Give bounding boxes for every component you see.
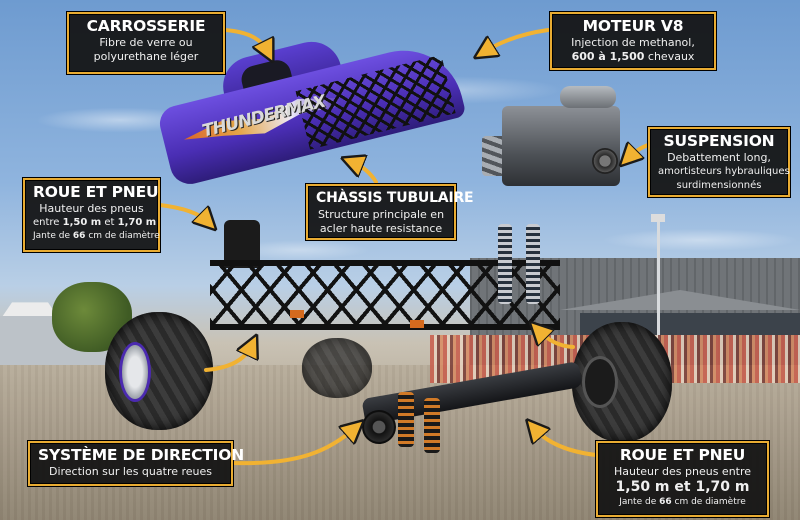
callout-text: Fibre de verre ou [99,36,193,49]
text-segment: cm de diamètre [671,497,746,507]
text-segment: entre [33,217,63,228]
tubular-chassis [210,220,560,360]
tire-height-min: 1,50 m [62,217,102,228]
callout-text: Jante de 66 cm de diamètre [33,230,160,242]
right-wheel-rim [582,356,618,408]
callout-systeme-direction: SYSTÈME DE DIRECTION Direction sur les q… [28,441,244,486]
light-pole [657,220,660,340]
axle-shock [424,398,440,453]
floodlight [651,214,665,222]
callout-text: Debattement long, [667,151,771,164]
text-segment: cm de diamètre [85,231,160,241]
horsepower-range: 600 à 1,500 [571,50,645,63]
callout-roue-pneu-top: ROUE ET PNEU Hauteur des pneus entre 1,5… [23,178,160,252]
callout-title: SUSPENSION [663,132,775,150]
tire-height-max: 1,70 m [117,217,157,228]
callout-carrosserie: CARROSSERIE Fibre de verre ou polyuretha… [67,12,225,74]
callout-text: acler haute resistance [319,222,443,235]
v8-engine [482,78,632,196]
callout-title: CARROSSERIE [86,17,206,35]
callout-text: 600 à 1,500 chevaux [560,50,706,64]
callout-text: amortisteurs hybrauliques [658,166,790,177]
chassis-component [290,310,304,318]
shock-absorber [498,224,512,304]
left-tire [105,312,213,430]
callout-text: surdimensionnés [676,180,762,191]
callout-text-rest: chevaux [644,50,695,63]
engine-pulley [592,148,618,174]
axle-hub [362,410,396,444]
callout-title: SYSTÈME DE DIRECTION [38,446,244,464]
callout-text: Hauteur des pneus [39,202,144,215]
background-tent [0,302,60,320]
callout-title: ROUE ET PNEU [619,446,746,464]
callout-text: polyurethane léger [93,50,199,63]
callout-suspension: SUSPENSION Debattement long, amortisteur… [648,127,790,197]
callout-moteur: MOTEUR V8 Injection de methanol, 600 à 1… [550,12,716,70]
callout-text: Direction sur les quatre reues [48,465,213,478]
callout-title: ROUE ET PNEU [33,183,159,201]
callout-text: Injection de methanol, [571,36,695,49]
text-segment: Jante de [619,497,660,507]
callout-text: Structure principale en [317,208,445,221]
right-tire [572,322,672,442]
callout-chassis-tubulaire: CHÀSSIS TUBULAIRE Structure principale e… [306,184,474,240]
text-segment: et [101,217,118,228]
shock-absorber [526,224,540,304]
callout-text: entre 1,50 m et 1,70 m [33,216,156,230]
axle-shock [398,392,414,447]
callout-title: CHÀSSIS TUBULAIRE [316,190,474,206]
rim-diameter: 66 [659,497,672,507]
callout-roue-pneu-bottom: ROUE ET PNEU Hauteur des pneus entre 1,5… [596,441,769,517]
callout-text: Jante de 66 cm de diamètre [606,496,759,508]
rim-diameter: 66 [72,231,86,241]
supercharger-blower [560,86,616,108]
tire-height-range: 1,50 m et 1,70 m [606,479,759,496]
rear-tire-back [302,338,372,398]
callout-title: MOTEUR V8 [582,17,684,35]
callout-text: Hauteur des pneus entre [613,465,752,478]
tire-height-values: 1,50 m et 1,70 m [615,479,750,495]
chassis-component [410,320,424,328]
text-segment: Jante de [33,231,73,241]
engine-block [502,106,620,186]
left-wheel-rim [119,342,151,402]
